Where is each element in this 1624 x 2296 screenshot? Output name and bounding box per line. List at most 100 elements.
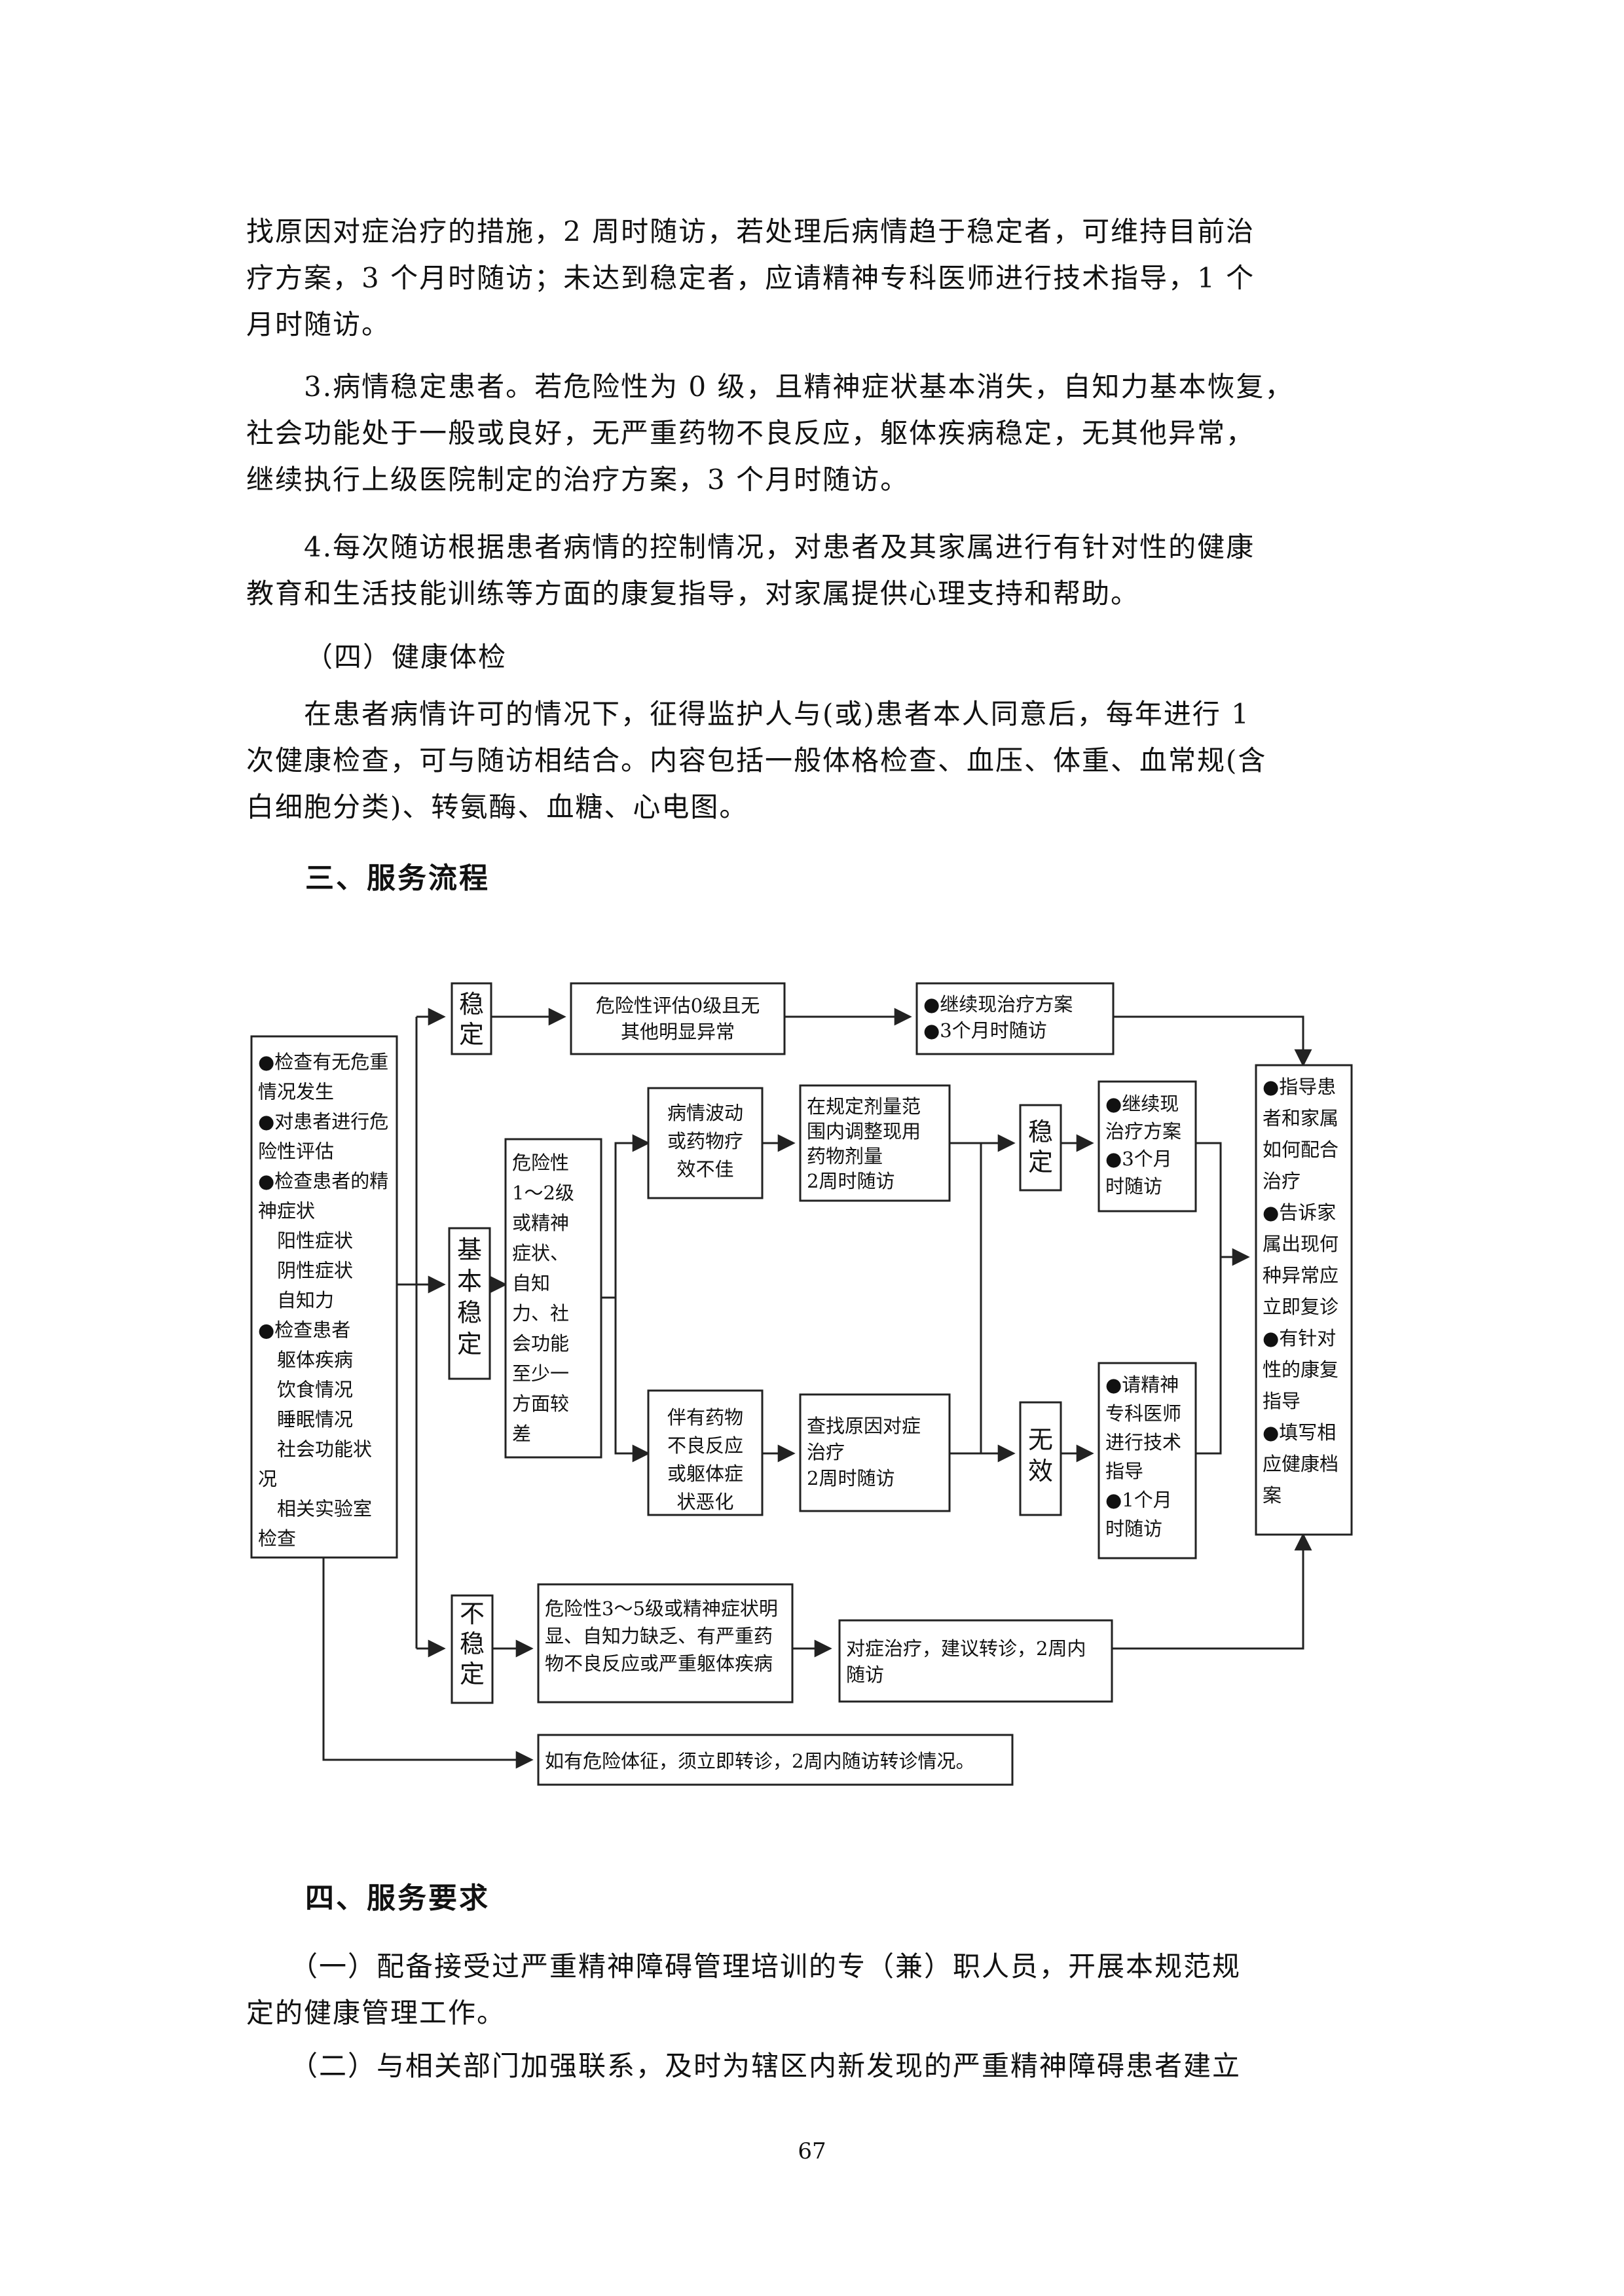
flowchart-text-line: 病情波动 (667, 1102, 743, 1124)
flowchart-text-line: 差 (512, 1423, 531, 1445)
flowchart-text-line: ●检查有无危重 (258, 1051, 388, 1073)
heading-health-check: （四）健康体检 (305, 641, 507, 673)
box-refer-text: 对症治疗，建议转诊，2周内随访 (846, 1637, 1086, 1686)
flowchart-text-line: 检查 (258, 1527, 296, 1550)
text-line: 月时随访。 (246, 308, 391, 340)
flowchart-text-line: 不 (460, 1599, 485, 1628)
flowchart-text-line: 稳 (460, 1630, 485, 1658)
flowchart-text-line: ●对患者进行危 (258, 1110, 388, 1133)
flowchart-text-line: 如何配合 (1263, 1139, 1338, 1161)
box-danger-signs-text: 如有危险体征，须立即转诊，2周内随访转诊情况。 (545, 1750, 974, 1772)
flowchart-text-line: 显、自知力缺乏、有严重药 (545, 1625, 773, 1647)
paragraph-treatment-followup: 找原因对症治疗的措施，2 周时随访，若处理后病情趋于稳定者，可维持目前治 疗方案… (246, 208, 1379, 348)
box-unstable (451, 1594, 494, 1704)
box-danger-signs (537, 1734, 1014, 1786)
flowchart-text-line: 应健康档 (1263, 1453, 1338, 1475)
heading-service-process: 三、服务流程 (305, 862, 490, 895)
flowchart-text-line: 稳 (459, 990, 484, 1019)
box-risk0 (570, 982, 786, 1055)
text-line: 在患者病情许可的情况下，征得监护人与(或)患者本人同意后，每年进行 1 (246, 698, 1250, 730)
text-line: 白细胞分类)、转氨酶、血糖、心电图。 (246, 791, 748, 823)
flowchart-text-line: 专科医师 (1105, 1402, 1181, 1425)
flowchart-text-line: 治疗 (1263, 1170, 1301, 1192)
box-unstable-text: 不稳定 (460, 1599, 485, 1688)
text-line: 继续执行上级医院制定的治疗方案，3 个月时随访。 (246, 464, 910, 496)
edge-mid-to-right (1196, 1142, 1248, 1455)
flowchart-text-line: 伴有药物 (667, 1406, 743, 1429)
box-guidance (1255, 1064, 1353, 1536)
flowchart-text-line: 无 (1028, 1425, 1053, 1454)
flowchart-text-line: 会功能 (512, 1332, 569, 1355)
paragraph-requirement-2: （二）与相关部门加强联系，及时为辖区内新发现的严重精神障碍患者建立 (246, 2043, 1379, 2089)
flowchart-text-line: 1～2级 (512, 1182, 574, 1204)
flowchart-text-line: 饮食情况 (258, 1379, 353, 1401)
text-line: 3.病情稳定患者。若危险性为 0 级，且精神症状基本消失，自知力基本恢复， (246, 371, 1294, 403)
edge-left-to-danger (322, 1558, 534, 1769)
edge-merge-vertical (950, 1142, 982, 1455)
flowchart-text-line: 稳 (1028, 1118, 1053, 1146)
flowchart-text-line: ●检查患者 (258, 1319, 350, 1341)
text-line: 教育和生活技能训练等方面的康复指导，对家属提供心理支持和帮助。 (246, 577, 1140, 610)
flowchart-text-line: ●3个月 (1105, 1148, 1172, 1170)
flowchart-text-line: 定 (460, 1660, 485, 1688)
flowchart-text-line: ●填写相 (1263, 1421, 1336, 1444)
flowchart-text-line: 或药物疗 (667, 1130, 743, 1152)
flowchart-text-line: 自知 (512, 1272, 550, 1294)
text-line: 4.每次随访根据患者病情的控制情况，对患者及其家属进行有针对性的健康 (246, 531, 1255, 563)
text-line: 找原因对症治疗的措施，2 周时随访，若处理后病情趋于稳定者，可维持目前治 (246, 215, 1255, 247)
flowchart-text-line: 况 (258, 1468, 277, 1490)
box-basic-stable-text: 基本稳定 (457, 1235, 482, 1358)
flowchart-text-line: 稳 (457, 1298, 482, 1327)
flowchart-text-line: 指导 (1105, 1460, 1143, 1482)
flowchart-text-line: 2周时随访 (807, 1170, 895, 1192)
box-initial-checks (250, 1035, 398, 1559)
flowchart-text-line: 时随访 (1105, 1175, 1162, 1197)
box-fluctuate (647, 1087, 764, 1199)
box-stable-2 (1019, 1104, 1062, 1192)
text-line: 社会功能处于一般或良好，无严重药物不良反应，躯体疾病稳定，无其他异常， (246, 417, 1255, 449)
flowchart-text-line: ●继续现 (1105, 1093, 1179, 1115)
paragraph-health-check: 在患者病情许可的情况下，征得监护人与(或)患者本人同意后，每年进行 1 次健康检… (246, 691, 1379, 830)
flowchart-text-line: 症状、 (512, 1242, 569, 1264)
flowchart-text-line: 阳性症状 (258, 1230, 353, 1252)
edge-risk12-branch (601, 1142, 642, 1455)
text-line: 次健康检查，可与随访相结合。内容包括一般体格检查、血压、体重、血常规(含 (246, 744, 1267, 776)
flowchart-text-line: 力、社 (512, 1302, 569, 1324)
flowchart-text-line: 危险性3～5级或精神症状明 (545, 1597, 778, 1620)
flowchart-text-line: 随访 (846, 1664, 884, 1686)
flowchart-text-line: 定 (457, 1330, 482, 1358)
flowchart-text-line: ●指导患 (1263, 1076, 1336, 1098)
flowchart-edges (322, 1008, 1312, 1769)
flowchart-text-line: 方面较 (512, 1393, 569, 1415)
flowchart-text-line: ●继续现治疗方案 (923, 993, 1073, 1015)
flowchart-text-line: 情况发生 (258, 1081, 334, 1103)
flowchart-text-line: 2周时随访 (807, 1467, 895, 1489)
box-risk0-text: 危险性评估0级且无其他明显异常 (596, 994, 760, 1043)
flowchart-text-line: 睡眠情况 (258, 1408, 353, 1430)
flowchart-text-line: 查找原因对症 (807, 1415, 921, 1437)
box-initial-checks-text: ●检查有无危重情况发生●对患者进行危险性评估●检查患者的精神症状 阳性症状 阴性… (258, 1051, 388, 1550)
text-line: 疗方案，3 个月时随访；未达到稳定者，应请精神专科医师进行技术指导，1 个 (246, 262, 1255, 294)
flowchart-text-line: 或精神 (512, 1212, 569, 1234)
box-stable-2-text: 稳定 (1028, 1118, 1053, 1176)
flowchart-text-line: 效不佳 (676, 1158, 733, 1180)
edge-refer-to-right (1112, 1533, 1312, 1650)
text-line: （一）配备接受过严重精神障碍管理培训的专（兼）职人员，开展本规范规 (246, 1950, 1242, 1982)
box-adverse-text: 伴有药物不良反应或躯体症状恶化 (667, 1406, 743, 1513)
box-consult (1098, 1362, 1197, 1559)
flowchart-text-line: ●有针对 (1263, 1327, 1336, 1349)
flowchart-text-line: ●检查患者的精 (258, 1170, 388, 1192)
box-find-cause (799, 1393, 951, 1512)
flowchart-text-line: 者和家属 (1263, 1107, 1338, 1129)
box-continue-top (915, 982, 1115, 1055)
paragraph-stable-patients: 3.病情稳定患者。若危险性为 0 级，且精神症状基本消失，自知力基本恢复， 社会… (246, 363, 1379, 503)
paragraph-health-education: 4.每次随访根据患者病情的控制情况，对患者及其家属进行有针对性的健康 教育和生活… (246, 524, 1379, 617)
flowchart-text-line: 属出现何 (1263, 1233, 1338, 1255)
box-ineffective (1019, 1401, 1062, 1516)
edge-continue-to-right (1113, 1015, 1312, 1067)
box-continue-mid (1098, 1080, 1197, 1212)
flowchart-text-line: 如有危险体征，须立即转诊，2周内随访转诊情况。 (545, 1750, 974, 1772)
flowchart-text-line: 本 (457, 1267, 482, 1296)
